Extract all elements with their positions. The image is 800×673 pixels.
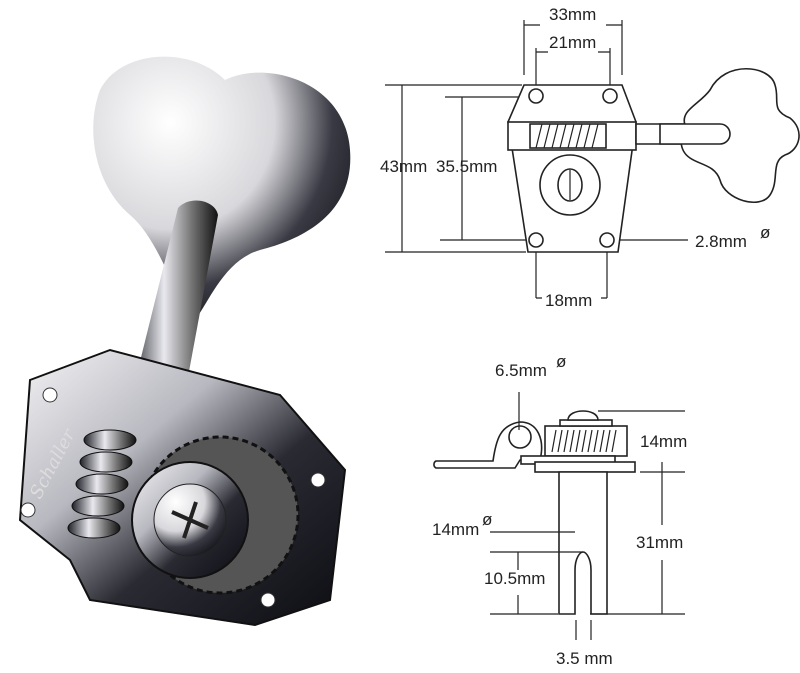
dim-width-inner: 21mm xyxy=(549,33,596,52)
tuner-photo: Schaller xyxy=(18,56,351,627)
dim-gear-height: 14mm xyxy=(640,432,687,451)
mount-hole xyxy=(260,592,276,608)
side-view-drawing xyxy=(433,392,685,640)
dim-post-diameter: 14mm xyxy=(432,520,479,539)
dim-height-inner: 35.5mm xyxy=(436,157,497,176)
tuner-key-wing xyxy=(93,56,351,321)
front-view-drawing xyxy=(385,20,800,299)
mount-hole xyxy=(20,502,36,518)
mount-hole xyxy=(310,472,326,488)
diameter-symbol: ø xyxy=(482,510,492,529)
dim-hole-diameter: 2.8mm xyxy=(695,232,747,251)
dim-slot-depth: 10.5mm xyxy=(484,569,545,588)
dim-height-outer: 43mm xyxy=(380,157,427,176)
dim-slot-width: 3.5 mm xyxy=(556,649,613,668)
dim-post-length: 31mm xyxy=(636,533,683,552)
diameter-symbol: ø xyxy=(760,223,770,242)
dim-width-outer: 33mm xyxy=(549,5,596,24)
diameter-symbol: ø xyxy=(556,352,566,371)
mount-hole xyxy=(42,387,58,403)
dim-bottom-spacing: 18mm xyxy=(545,291,592,310)
worm-gear xyxy=(67,429,137,539)
phillips-screw-icon xyxy=(171,501,209,539)
dim-roller-diameter: 6.5mm xyxy=(495,361,547,380)
